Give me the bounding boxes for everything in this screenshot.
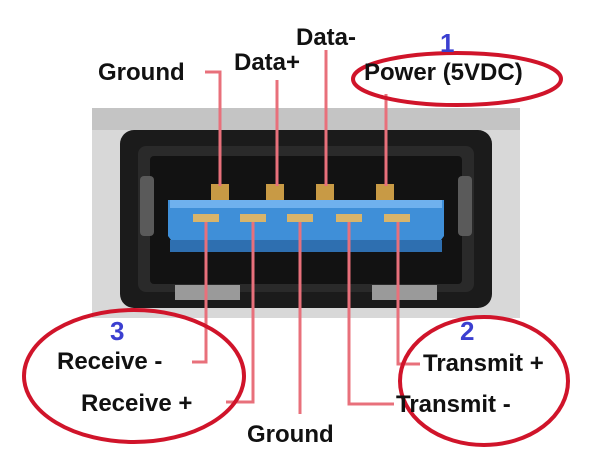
latch-tab-right — [372, 285, 437, 300]
label-power: Power (5VDC) — [364, 59, 523, 86]
side-latch-right — [458, 176, 472, 236]
contact-ss-4 — [336, 214, 362, 222]
label-receive-minus: Receive - — [57, 348, 162, 375]
label-transmit-plus: Transmit + — [423, 350, 544, 377]
contact-ss-1 — [193, 214, 219, 222]
number-receive-group: 3 — [110, 316, 124, 346]
group-ellipses — [22, 51, 570, 447]
contact-top-4 — [376, 184, 394, 200]
ellipse-transmit-group — [398, 315, 570, 447]
blue-tongue — [168, 200, 444, 252]
blue-tongue-shadow — [170, 240, 442, 252]
contact-top-3 — [316, 184, 334, 200]
leader-ground-top — [205, 70, 222, 186]
contact-ss-5 — [384, 214, 410, 222]
number-transmit-group: 2 — [460, 316, 474, 346]
label-ground-top: Ground — [98, 59, 185, 86]
number-power-group: 1 — [440, 28, 454, 58]
ellipse-power-group — [351, 51, 563, 107]
label-transmit-minus: Transmit - — [396, 391, 511, 418]
label-data-minus: Data- — [296, 24, 356, 51]
contact-top-2 — [266, 184, 284, 200]
label-receive-plus: Receive + — [81, 390, 192, 417]
leader-transmit-minus — [347, 222, 394, 406]
housing-shadow — [92, 108, 520, 130]
label-ground-bottom: Ground — [247, 421, 334, 448]
contact-ss-2 — [240, 214, 266, 222]
usb-3-type-a-port-icon — [92, 108, 520, 318]
leader-receive-minus — [192, 222, 208, 364]
leader-transmit-plus — [396, 222, 420, 366]
contact-ss-3 — [287, 214, 313, 222]
side-latch-left — [140, 176, 154, 236]
contact-top-1 — [211, 184, 229, 200]
label-data-plus: Data+ — [234, 49, 300, 76]
ellipse-receive-group — [22, 308, 246, 444]
blue-tongue-highlight — [170, 200, 442, 208]
